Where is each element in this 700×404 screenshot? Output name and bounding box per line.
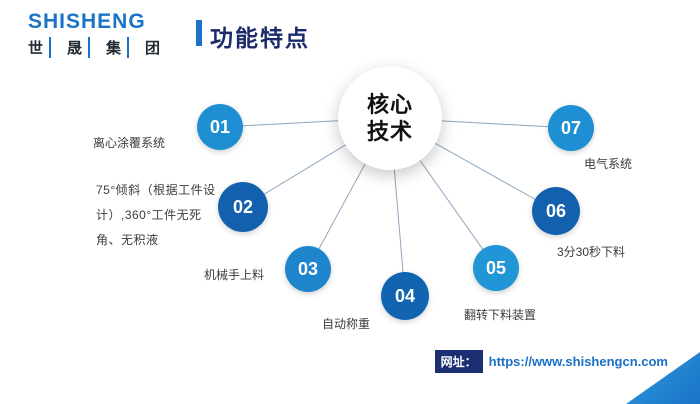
logo-char: 世	[28, 37, 52, 58]
node-label-02: 75°倾斜（根据工件设计）,360°工件无死角、无积液	[96, 183, 216, 247]
page-title: 功能特点	[210, 25, 310, 51]
website-url[interactable]: https://www.shishengcn.com	[488, 354, 668, 369]
node-02-number: 02	[232, 196, 254, 217]
node-06: 06	[532, 187, 580, 235]
node-label-04: 自动称重	[322, 317, 371, 331]
node-label-05: 翻转下料装置	[464, 308, 537, 322]
node-05-number: 05	[485, 257, 507, 278]
core-tech-line1: 核心	[366, 91, 413, 117]
node-03: 03	[285, 246, 331, 292]
node-01-number: 01	[209, 116, 231, 137]
node-07-number: 07	[560, 117, 582, 138]
node-01: 01	[197, 104, 243, 150]
node-05: 05	[473, 245, 519, 291]
logo-char: 团	[144, 40, 160, 57]
logo-char: 晟	[67, 37, 90, 58]
node-03-number: 03	[297, 258, 319, 279]
core-tech-line2: 技术	[366, 119, 413, 144]
logo-char: 集	[106, 37, 129, 58]
node-04: 04	[381, 272, 429, 320]
website-label: 网址：	[434, 350, 483, 373]
node-label-06: 3分30秒下料	[557, 245, 626, 259]
title-accent-bar	[196, 20, 202, 46]
node-07: 07	[548, 105, 594, 151]
node-06-number: 06	[545, 200, 567, 221]
company-logo: SHISHENG 世 晟 集 团	[28, 10, 168, 58]
node-04-number: 04	[394, 285, 416, 306]
node-label-01: 离心涂覆系统	[93, 136, 166, 150]
core-tech-circle: 核心 技术	[338, 66, 442, 170]
logo-text: SHISHENG	[28, 10, 146, 33]
footer-website: 网址： https://www.shishengcn.com	[434, 350, 668, 373]
node-02: 02	[218, 182, 268, 232]
logo-subtitle: 世 晟 集 团	[28, 37, 160, 58]
node-label-07: 电气系统	[584, 157, 633, 171]
node-label-03: 机械手上料	[204, 268, 265, 282]
